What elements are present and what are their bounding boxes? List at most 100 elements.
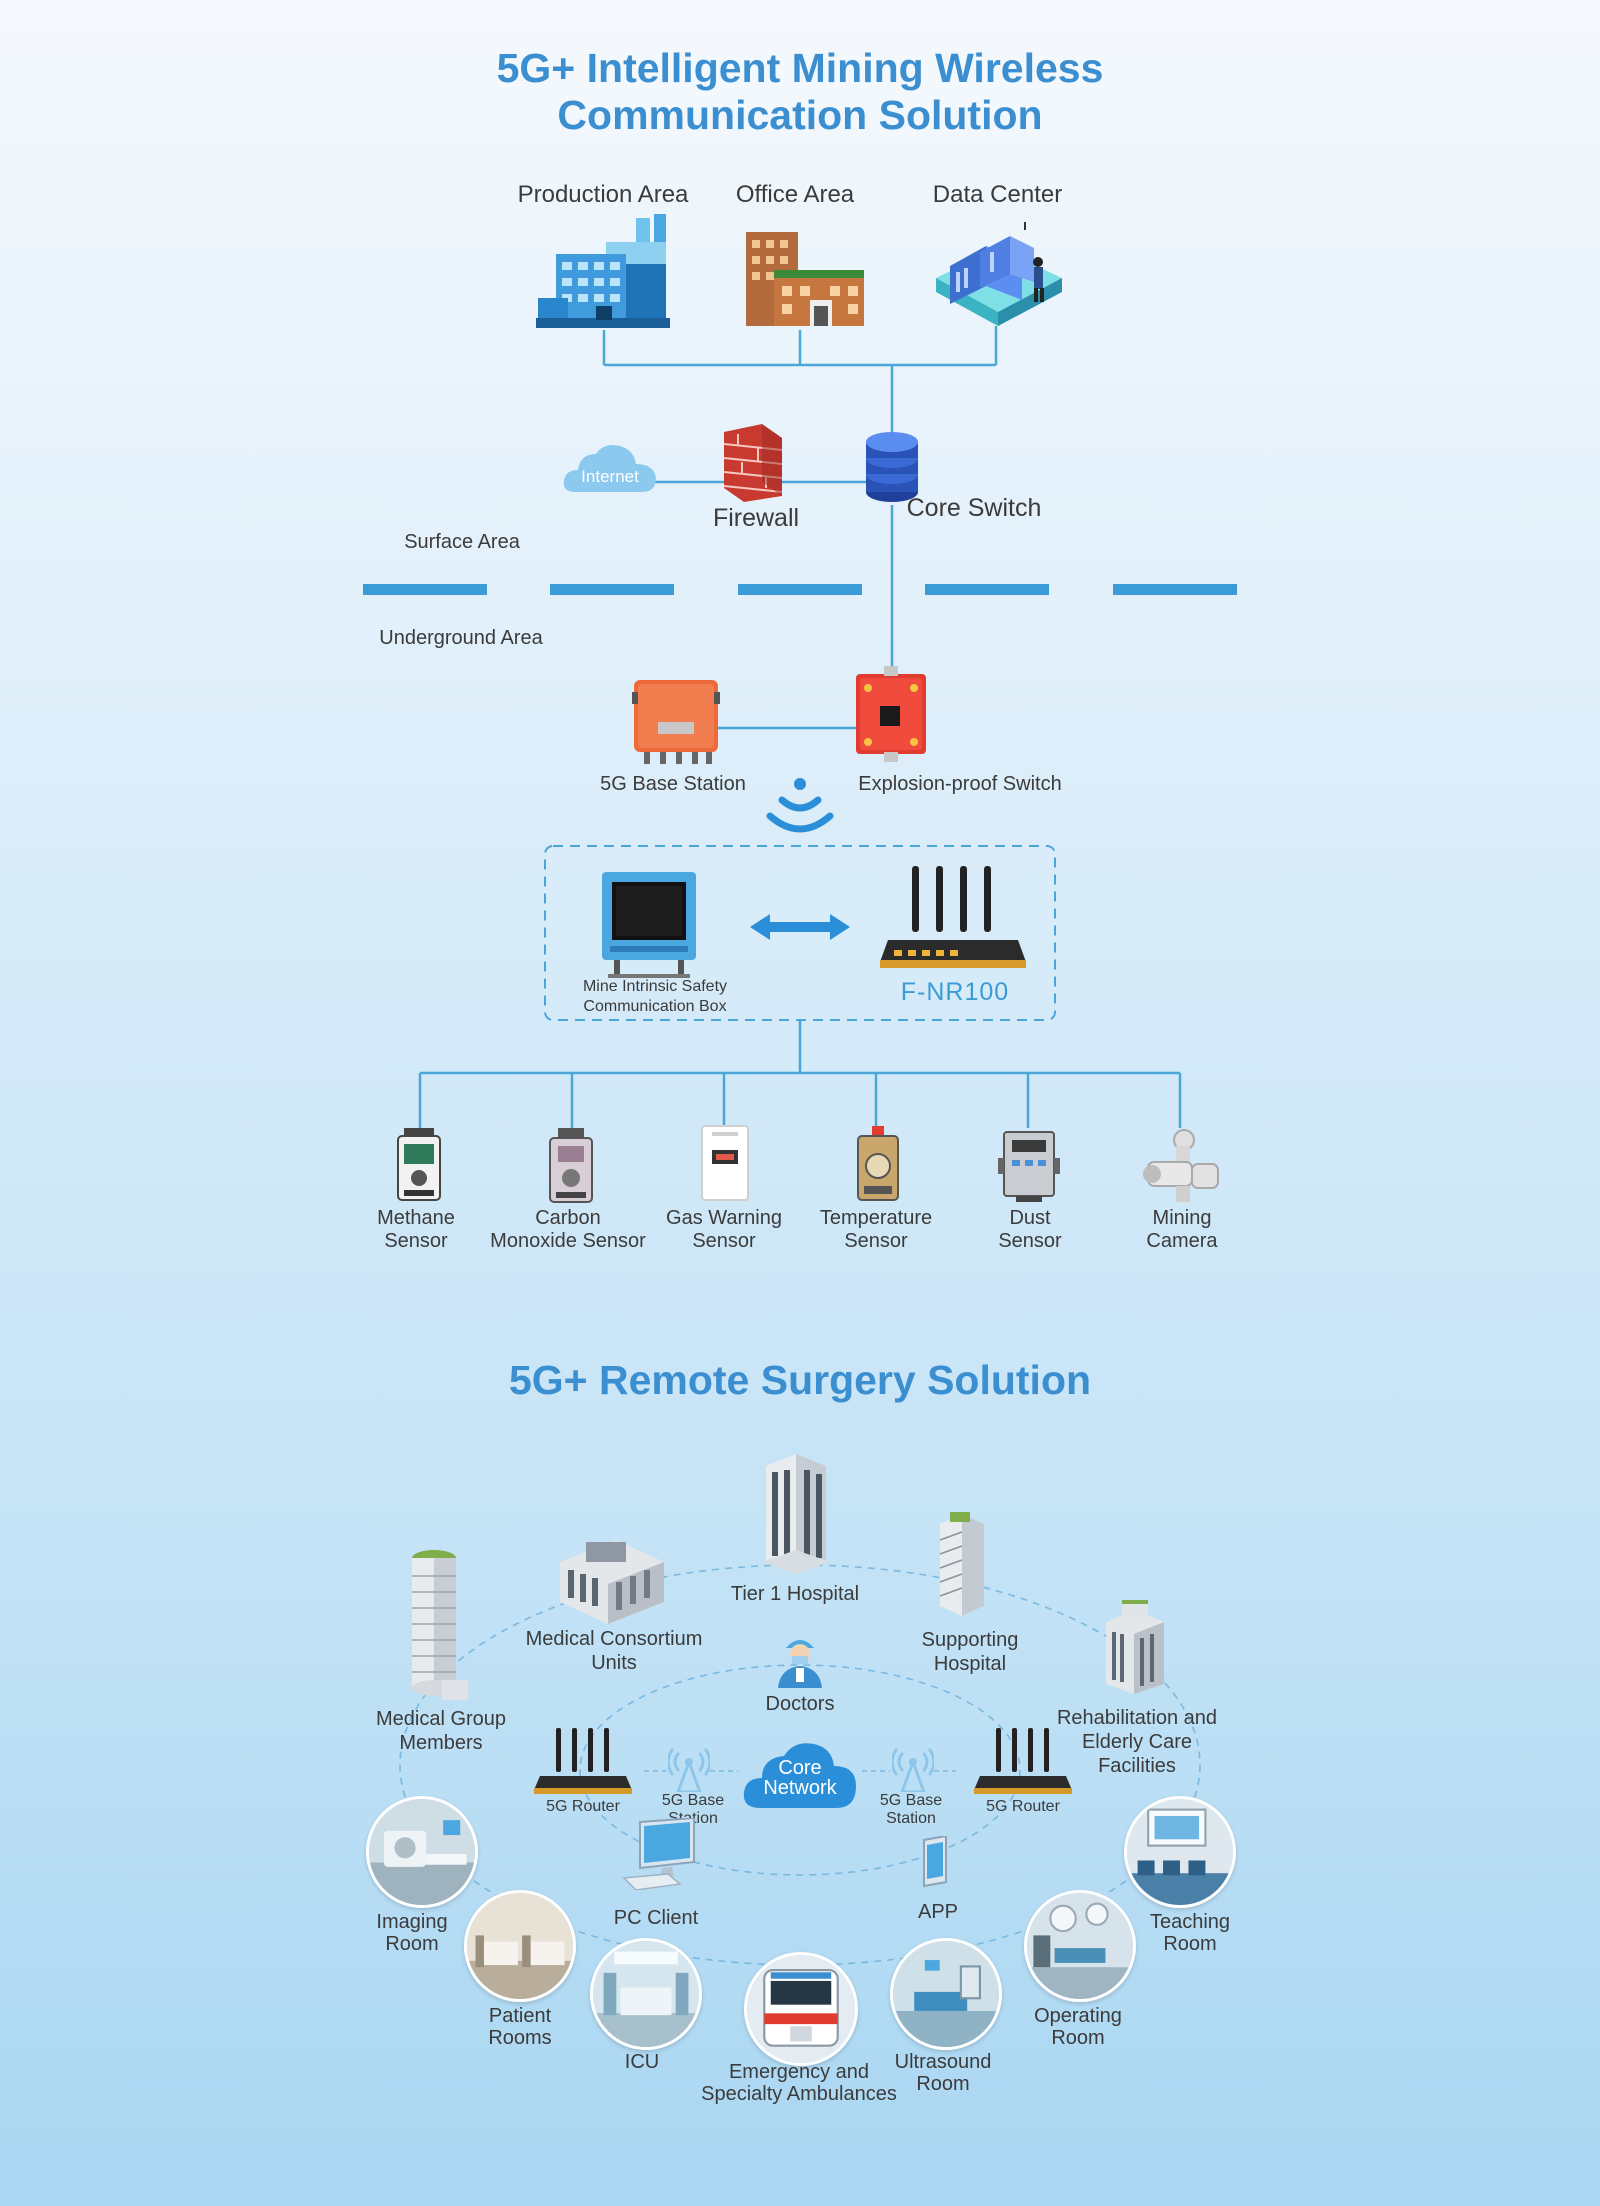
production-area-label: Production Area <box>517 181 689 208</box>
patient-rooms-label-line1: Patient <box>488 2005 552 2027</box>
ultrasound-room-label-line2: Room <box>916 2073 970 2095</box>
f-nr100-label: F-NR100 <box>900 978 1010 1006</box>
bidirectional-arrow-icon <box>750 914 850 940</box>
core-switch-label: Core Switch <box>906 494 1042 522</box>
ambulance-label-line1: Emergency and <box>728 2061 870 2083</box>
gas-warning-sensor-icon <box>701 1125 749 1201</box>
ambulance-label-line2: Specialty Ambulances <box>701 2083 897 2105</box>
sensor-label-camera-line2: Camera <box>1146 1230 1218 1252</box>
internet-cloud-icon <box>563 445 656 492</box>
tier1-hospital-label: Tier 1 Hospital <box>730 1583 860 1605</box>
mining-camera-icon <box>1143 1129 1219 1202</box>
temperature-sensor-icon <box>857 1126 899 1201</box>
sensor-label-methane-line1: Methane <box>377 1207 455 1229</box>
surface-area-label: Surface Area <box>404 531 520 553</box>
teaching-room-label-line2: Room <box>1163 1933 1217 1955</box>
sensor-label-gas-line2: Sensor <box>692 1230 756 1252</box>
ultrasound-room-photo <box>890 1938 1002 2050</box>
imaging-room-label-line2: Room <box>385 1933 439 1955</box>
patient-rooms-label-line2: Rooms <box>488 2027 552 2049</box>
sensor-label-gas-line1: Gas Warning <box>666 1207 782 1229</box>
firewall-label: Firewall <box>712 504 800 532</box>
ultrasound-room-label-line1: Ultrasound <box>894 2051 992 2073</box>
base-station-label: 5G Base Station <box>600 773 746 795</box>
firewall-icon <box>723 424 783 502</box>
explosion-proof-switch-icon <box>856 666 926 762</box>
icu-photo <box>590 1938 702 2050</box>
data-center-label: Data Center <box>932 181 1063 208</box>
operating-room-label-line1: Operating <box>1034 2005 1122 2027</box>
sensor-label-temperature-line2: Sensor <box>844 1230 908 1252</box>
medical-group-tower-icon <box>412 1550 468 1700</box>
supporting-hospital-label-line2: Hospital <box>933 1653 1007 1675</box>
communication-box-icon <box>602 872 696 978</box>
supporting-hospital-label-line1: Supporting <box>921 1629 1019 1651</box>
core-switch-icon <box>866 432 918 502</box>
pc-client-icon <box>622 1818 695 1890</box>
base-station-right-label-line2: Station <box>886 1810 936 1827</box>
pc-client-label: PC Client <box>613 1907 699 1929</box>
medical-consortium-label-line1: Medical Consortium <box>525 1628 703 1650</box>
communication-box-label-line2: Communication Box <box>583 998 727 1015</box>
sensor-label-dust-line1: Dust <box>1009 1207 1051 1229</box>
surgery-title: 5G+ Remote Surgery Solution <box>508 1357 1092 1403</box>
rehabilitation-label-line1: Rehabilitation and <box>1056 1707 1218 1729</box>
core-network-label-line2: Network <box>763 1777 837 1799</box>
explosion-proof-switch-label: Explosion-proof Switch <box>858 773 1062 795</box>
data-center-icon <box>936 222 1062 326</box>
carbon-monoxide-sensor-icon <box>549 1128 593 1203</box>
icu-label: ICU <box>624 2051 660 2073</box>
ambulance-photo <box>744 1952 858 2066</box>
teaching-room-label-line1: Teaching <box>1149 1911 1231 1933</box>
doctors-label: Doctors <box>765 1693 835 1715</box>
surface-underground-divider <box>363 584 1237 595</box>
sensor-label-methane-line2: Sensor <box>384 1230 448 1252</box>
mining-connection-lines <box>363 326 1237 1128</box>
router-right-label: 5G Router <box>986 1798 1060 1815</box>
dust-sensor-icon <box>998 1131 1060 1202</box>
teaching-room-photo <box>1124 1796 1236 1908</box>
office-building-icon <box>746 232 864 326</box>
rehabilitation-building-icon <box>1106 1600 1164 1694</box>
base-station-right-label-line1: 5G Base <box>879 1792 943 1809</box>
f-nr100-router-icon <box>880 866 1026 968</box>
rehabilitation-label-line2: Elderly Care <box>1081 1731 1193 1753</box>
communication-box-label-line1: Mine Intrinsic Safety <box>582 978 728 995</box>
patient-rooms-photo <box>464 1890 576 2002</box>
wifi-signal-icon <box>766 778 834 833</box>
office-area-label: Office Area <box>735 181 855 208</box>
doctor-icon <box>778 1640 822 1688</box>
core-network-cloud-icon <box>743 1743 856 1808</box>
medical-consortium-icon <box>560 1540 664 1624</box>
tier1-hospital-icon <box>762 1454 830 1574</box>
imaging-room-label-line1: Imaging <box>376 1911 448 1933</box>
app-phone-icon <box>923 1836 947 1888</box>
sensor-label-carbon-line2: Monoxide Sensor <box>490 1230 646 1252</box>
sensor-label-camera-line1: Mining <box>1152 1207 1212 1229</box>
mining-title-line1: 5G+ Intelligent Mining Wireless <box>496 45 1104 91</box>
device-group-border <box>544 845 1056 1021</box>
internet-label: Internet <box>581 467 639 486</box>
sensor-label-temperature-line1: Temperature <box>819 1207 933 1229</box>
base-station-left-icon <box>668 1748 710 1792</box>
imaging-room-photo <box>366 1796 478 1908</box>
router-left-icon <box>534 1728 632 1794</box>
sensor-label-carbon-line1: Carbon <box>535 1207 601 1229</box>
base-station-right-icon <box>892 1748 934 1792</box>
operating-room-photo <box>1024 1890 1136 2002</box>
mining-title-line2: Communication Solution <box>557 92 1043 138</box>
rehabilitation-label-line3: Facilities <box>1098 1755 1176 1777</box>
base-station-icon <box>632 680 720 764</box>
medical-group-label-line2: Members <box>399 1732 483 1754</box>
factory-icon <box>536 214 670 328</box>
supporting-hospital-icon <box>939 1512 984 1616</box>
router-left-label: 5G Router <box>546 1798 620 1815</box>
medical-group-label-line1: Medical Group <box>375 1708 507 1730</box>
methane-sensor-icon <box>397 1128 441 1201</box>
sensor-label-dust-line2: Sensor <box>998 1230 1062 1252</box>
underground-area-label: Underground Area <box>379 627 543 649</box>
core-network-label-line1: Core <box>778 1757 822 1779</box>
app-label: APP <box>917 1901 959 1923</box>
base-station-left-label-line1: 5G Base <box>661 1792 725 1809</box>
medical-consortium-label-line2: Units <box>591 1652 637 1674</box>
